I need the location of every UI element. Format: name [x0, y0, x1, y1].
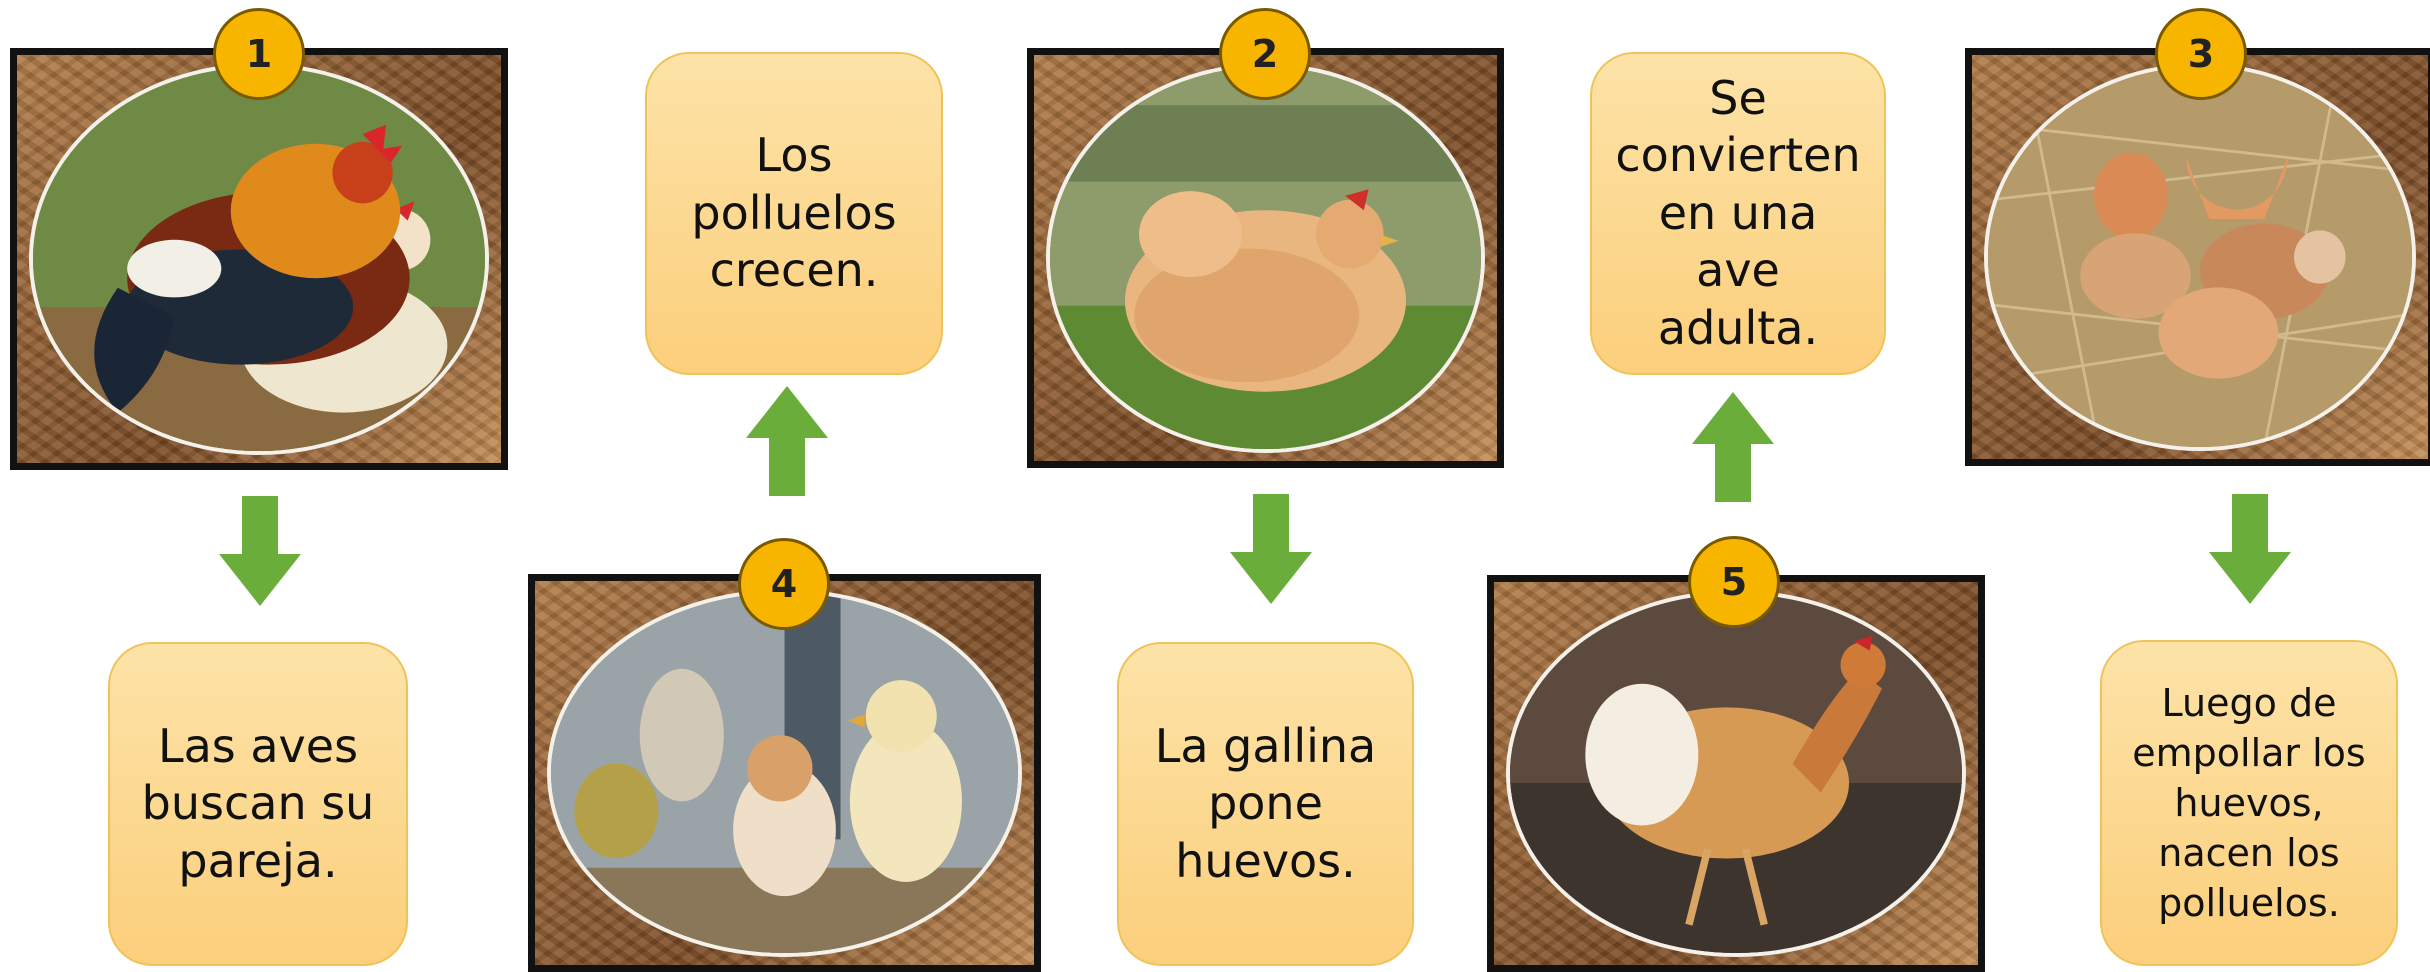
caption-text: La gallina pone huevos. — [1154, 718, 1377, 888]
step-badge-5: 5 — [1688, 536, 1780, 628]
photo-step-5 — [1487, 575, 1985, 972]
growing-chicks-image — [547, 589, 1022, 957]
caption-step-5: Se convierten en una ave adulta. — [1590, 52, 1886, 375]
arrow-down-icon — [219, 496, 301, 606]
caption-text: Los polluelos crecen. — [691, 128, 897, 298]
arrow-up-icon — [1692, 392, 1774, 502]
caption-step-1: Las aves buscan su pareja. — [108, 642, 408, 966]
caption-text: Se convierten en una ave adulta. — [1615, 70, 1861, 355]
caption-step-2: La gallina pone huevos. — [1117, 642, 1414, 966]
rooster-and-hen-image — [29, 63, 489, 455]
arrow-up-icon — [746, 386, 828, 496]
arrow-down-icon — [2209, 494, 2291, 604]
caption-step-4: Los polluelos crecen. — [645, 52, 943, 375]
adult-hen-image — [1506, 590, 1966, 957]
caption-text: Luego de empollar los huevos, nacen los … — [2132, 680, 2366, 926]
photo-step-3 — [1965, 48, 2430, 466]
photo-step-1 — [10, 48, 508, 470]
step-badge-3: 3 — [2155, 8, 2247, 100]
arrow-down-icon — [1230, 494, 1312, 604]
step-badge-4: 4 — [738, 538, 830, 630]
hatching-chicks-image — [1984, 63, 2416, 451]
step-badge-2: 2 — [1219, 8, 1311, 100]
brooding-hen-image — [1046, 63, 1485, 453]
step-badge-1: 1 — [213, 8, 305, 100]
caption-text: Las aves buscan su pareja. — [141, 718, 375, 888]
photo-step-2 — [1027, 48, 1504, 468]
caption-step-3: Luego de empollar los huevos, nacen los … — [2100, 640, 2398, 966]
photo-step-4 — [528, 574, 1041, 972]
